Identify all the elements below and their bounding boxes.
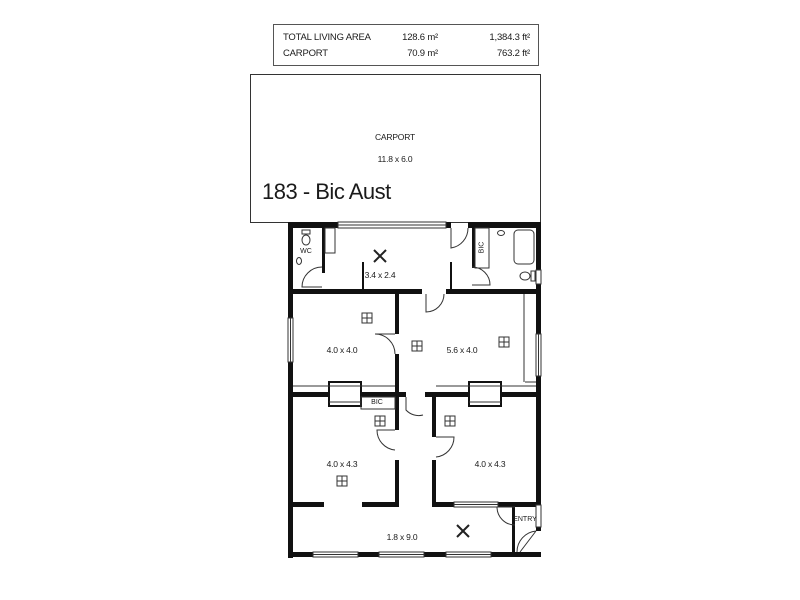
area-ft2: 1,384.3 ft² bbox=[489, 32, 530, 43]
carport-name: CARPORT bbox=[374, 132, 416, 142]
bedroom-se-size: 4.0 x 4.3 bbox=[474, 459, 506, 469]
bic-hall-label: BIC bbox=[371, 399, 383, 406]
wc-label: WC bbox=[300, 248, 312, 255]
verandah-size: 1.8 x 9.0 bbox=[386, 532, 418, 542]
entry-label: ENTRY bbox=[513, 516, 537, 523]
area-m2: 70.9 m² bbox=[407, 48, 438, 59]
area-row-living: TOTAL LIVING AREA 128.6 m² 1,384.3 ft² bbox=[274, 32, 538, 46]
area-ft2: 763.2 ft² bbox=[496, 48, 530, 59]
area-summary-table: TOTAL LIVING AREA 128.6 m² 1,384.3 ft² C… bbox=[273, 24, 539, 66]
exhaust-fan-icons bbox=[373, 249, 470, 538]
carport-size: 11.8 x 6.0 bbox=[377, 154, 413, 164]
laundry-size: 3.4 x 2.4 bbox=[364, 270, 396, 280]
light-fixture-icons bbox=[336, 312, 510, 487]
plan-title: 183 - Bic Aust bbox=[262, 179, 391, 204]
area-row-carport: CARPORT 70.9 m² 763.2 ft² bbox=[274, 48, 538, 62]
bedroom-sw-size: 4.0 x 4.3 bbox=[326, 459, 358, 469]
bedroom-nw-size: 4.0 x 4.0 bbox=[326, 345, 358, 355]
area-label: CARPORT bbox=[283, 48, 328, 59]
bic-bath-label: BIC bbox=[478, 241, 486, 254]
area-m2: 128.6 m² bbox=[402, 32, 438, 43]
living-size: 5.6 x 4.0 bbox=[446, 345, 478, 355]
area-label: TOTAL LIVING AREA bbox=[283, 32, 371, 43]
